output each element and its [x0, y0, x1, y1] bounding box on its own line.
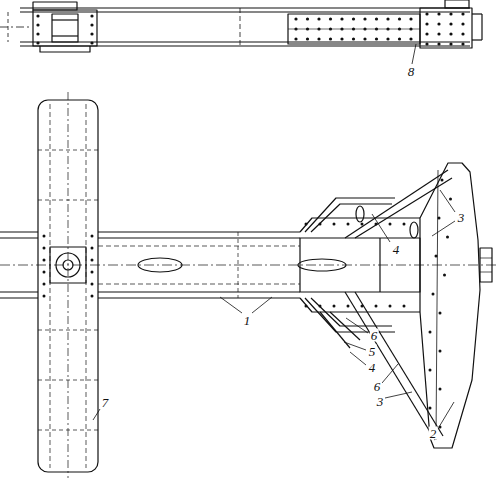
callout-number: 1 [243, 314, 252, 327]
side-elevation [0, 0, 482, 52]
callout-number: 3 [376, 395, 385, 408]
callout-number: 6 [373, 380, 382, 393]
callout-number: 4 [368, 361, 377, 374]
callout-number: 3 [457, 211, 466, 224]
callout-number: 5 [368, 345, 377, 358]
callout-number: 6 [370, 329, 379, 342]
leader-lines [93, 44, 455, 427]
plan-view [0, 92, 498, 478]
callout-number: 8 [407, 65, 416, 78]
callout-number: 4 [392, 243, 401, 256]
callout-number: 7 [101, 396, 110, 409]
callout-number: 2 [429, 427, 438, 440]
